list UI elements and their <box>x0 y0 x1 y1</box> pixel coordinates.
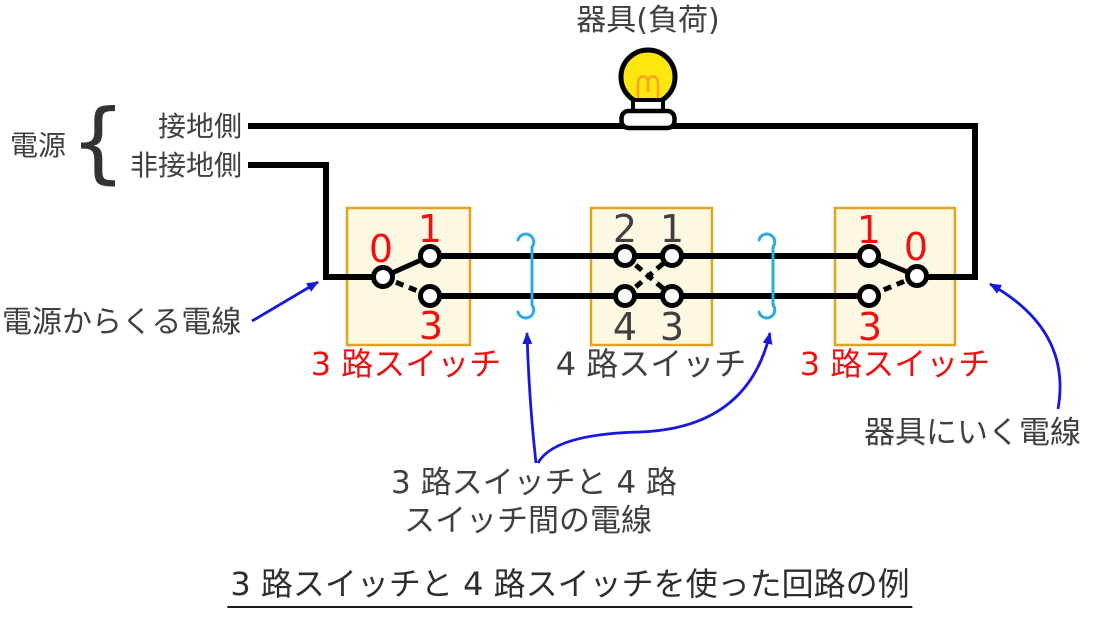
diagram-caption: 3 路スイッチと 4 路スイッチを使った回路の例 <box>227 565 913 608</box>
terminal-circle <box>857 284 881 308</box>
terminal-circle <box>660 284 684 308</box>
terminal-number-3: 3 <box>659 305 685 349</box>
light-bulb-icon <box>618 47 678 131</box>
annotation-between-line2: スイッチ間の電線 <box>404 503 652 539</box>
ungrounded-side-wire <box>248 162 374 280</box>
terminal-number-3: 3 <box>857 305 883 349</box>
terminal-number-0: 0 <box>903 225 929 269</box>
terminal-circle <box>418 284 442 308</box>
arrow-between-right <box>536 332 773 464</box>
terminal-number-2: 2 <box>612 207 638 251</box>
terminal-circle <box>613 244 637 268</box>
switch-label-3way-right: 3 路スイッチ <box>799 345 991 383</box>
bulb-globe <box>618 47 678 107</box>
terminal-number-4: 4 <box>612 305 638 349</box>
power-label: 電源 <box>10 129 67 162</box>
bulb-base <box>619 108 677 131</box>
switch-label-3way-left: 3 路スイッチ <box>310 345 502 383</box>
terminal-circle <box>905 264 929 288</box>
terminal-circle <box>371 265 395 289</box>
annotation-to-load: 器具にいく電線 <box>864 415 1081 451</box>
terminal-number-0: 0 <box>368 227 394 271</box>
grounded-side-wire <box>248 123 978 280</box>
terminal-circle <box>660 244 684 268</box>
arrow-from-power <box>251 280 319 323</box>
annotation-from-power: 電源からくる電線 <box>2 305 242 340</box>
terminal-circle <box>857 244 881 268</box>
terminal-number-1: 1 <box>659 207 685 251</box>
terminal-number-1: 1 <box>417 207 443 251</box>
cable-bundle-bracket-right <box>757 232 777 320</box>
terminal-number-3: 3 <box>418 304 444 348</box>
four-way-contact-dashed-b <box>623 254 674 298</box>
terminal-circle <box>613 284 637 308</box>
arrow-between-left <box>522 332 538 464</box>
terminal-number-1: 1 <box>856 208 882 252</box>
load-label: 器具(負荷) <box>576 3 720 38</box>
ungrounded-side-label: 非接地側 <box>129 149 242 182</box>
terminal-circle <box>418 244 442 268</box>
power-brace: { <box>70 90 126 193</box>
arrow-to-load <box>989 282 1062 410</box>
cable-bundle-bracket-left <box>516 232 536 320</box>
switch-label-4way: 4 路スイッチ <box>555 345 747 383</box>
grounded-side-label: 接地側 <box>157 110 242 143</box>
bulb-filament <box>636 75 660 121</box>
annotation-between-line1: 3 路スイッチと 4 路 <box>390 465 678 501</box>
